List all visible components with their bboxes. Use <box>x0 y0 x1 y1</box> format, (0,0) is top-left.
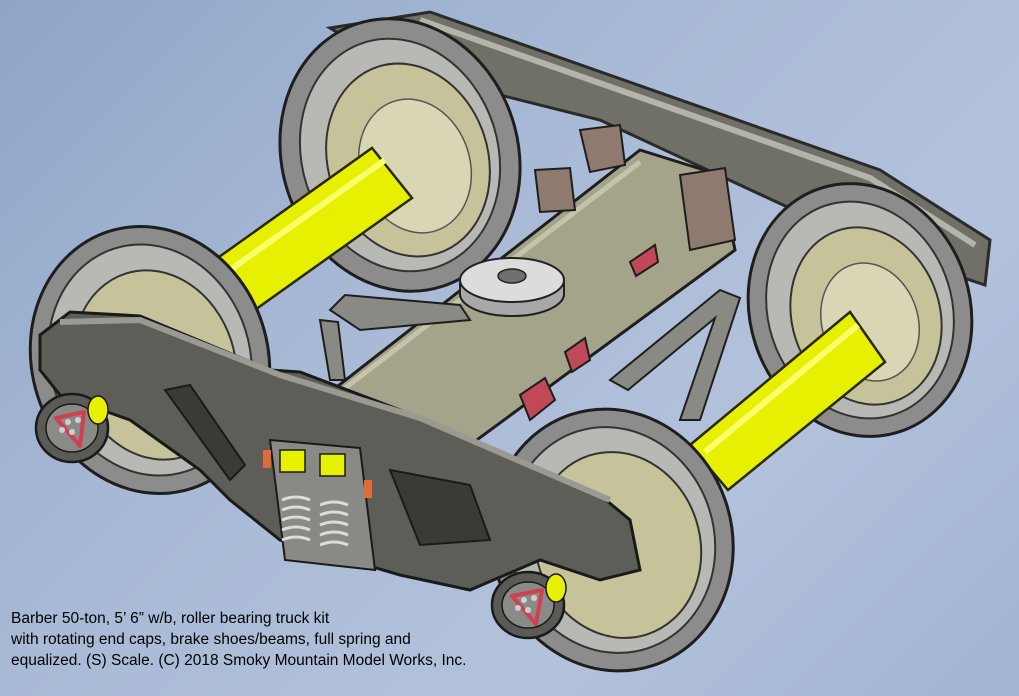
caption-line-1: Barber 50-ton, 5’ 6” w/b, roller bearing… <box>11 610 330 627</box>
center-plate <box>459 257 565 317</box>
brake-beam-rear <box>608 288 742 421</box>
bearing-cap-left <box>34 392 110 464</box>
caption-line-3: equalized. (S) Scale. (C) 2018 Smoky Mou… <box>11 652 467 669</box>
near-side-frame <box>38 310 642 592</box>
bearing-cap-right <box>490 570 567 640</box>
caption: Barber 50-ton, 5’ 6” w/b, roller bearing… <box>11 608 466 671</box>
spring-package <box>263 438 377 572</box>
brake-shoes <box>533 123 737 252</box>
brake-beam-front <box>318 293 472 381</box>
caption-line-2: with rotating end caps, brake shoes/beam… <box>11 631 411 648</box>
